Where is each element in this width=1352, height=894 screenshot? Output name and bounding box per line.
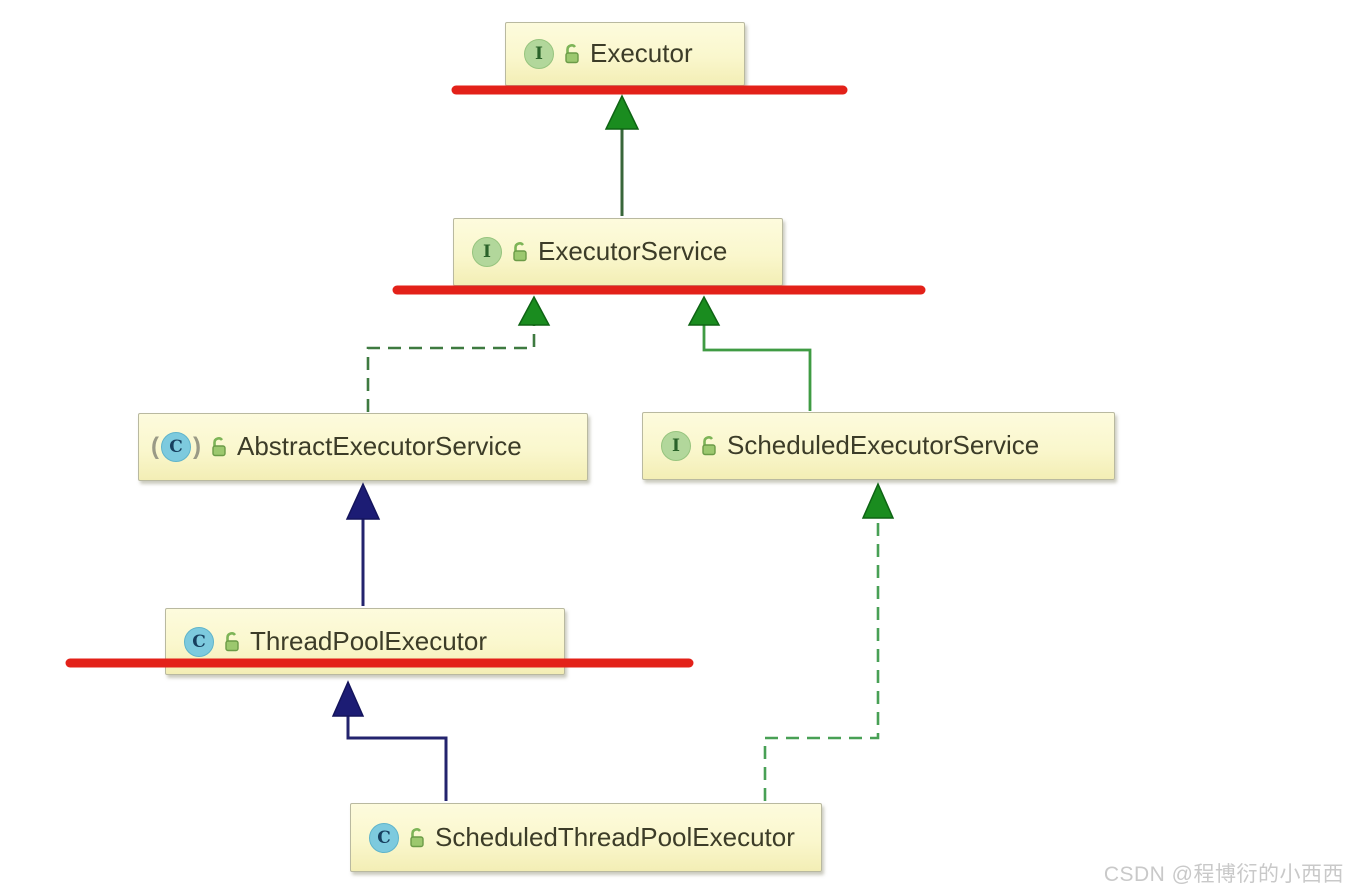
interface-icon: I: [661, 431, 691, 461]
class-node-scheduled-executor-service[interactable]: I ScheduledExecutorService: [642, 412, 1115, 480]
unlock-icon: [511, 242, 529, 262]
edge-scheduledthreadpoolexecutor-extends-threadpoolexecutor: [346, 716, 448, 801]
unlock-icon: [223, 631, 241, 652]
class-node-executor[interactable]: I Executor: [505, 22, 745, 86]
csdn-watermark: CSDN @程博衍的小西西: [1103, 863, 1344, 886]
arrowhead-extends-threadpoolexecutor: [331, 680, 365, 717]
edge-scheduledthreadpoolexecutor-implements-scheduledexecutorservice: [763, 517, 880, 801]
unlock-icon: [563, 44, 581, 64]
class-name-label: Executor: [590, 38, 693, 68]
class-name-label: ScheduledThreadPoolExecutor: [435, 821, 795, 852]
unlock-icon: [700, 436, 718, 456]
abstract-class-icon: ( C ): [151, 432, 201, 462]
class-icon: C: [161, 432, 191, 462]
class-icon: C: [184, 626, 214, 657]
class-node-abstract-executor-service[interactable]: ( C ) AbstractExecutorService: [138, 413, 588, 481]
class-node-executor-service[interactable]: I ExecutorService: [453, 218, 783, 286]
class-node-scheduled-thread-pool-executor[interactable]: C ScheduledThreadPoolExecutor: [350, 803, 822, 872]
class-icon: C: [369, 822, 399, 853]
class-name-label: ScheduledExecutorService: [727, 430, 1040, 460]
class-name-label: AbstractExecutorService: [237, 431, 522, 461]
arrowhead-extends-executor: [604, 94, 640, 130]
class-node-thread-pool-executor[interactable]: C ThreadPoolExecutor: [165, 608, 565, 675]
interface-icon: I: [524, 39, 554, 69]
arrowhead-extends-abstractexecutorservice: [345, 482, 381, 520]
class-name-label: ThreadPoolExecutor: [250, 625, 488, 656]
abstract-marker-right: ): [193, 433, 201, 460]
abstract-marker-left: (: [151, 433, 159, 460]
edge-abstractexecutorservice-implements-executorservice: [366, 320, 536, 412]
arrowhead-implements-executorservice-left: [517, 295, 551, 326]
unlock-icon: [210, 437, 228, 457]
edge-scheduledexecutorservice-extends-executorservice: [702, 322, 812, 411]
interface-icon: I: [472, 237, 502, 267]
arrowhead-extends-executorservice-right: [687, 295, 721, 326]
arrowhead-implements-scheduledexecutorservice: [861, 482, 895, 519]
class-name-label: ExecutorService: [538, 236, 728, 266]
unlock-icon: [408, 827, 426, 848]
